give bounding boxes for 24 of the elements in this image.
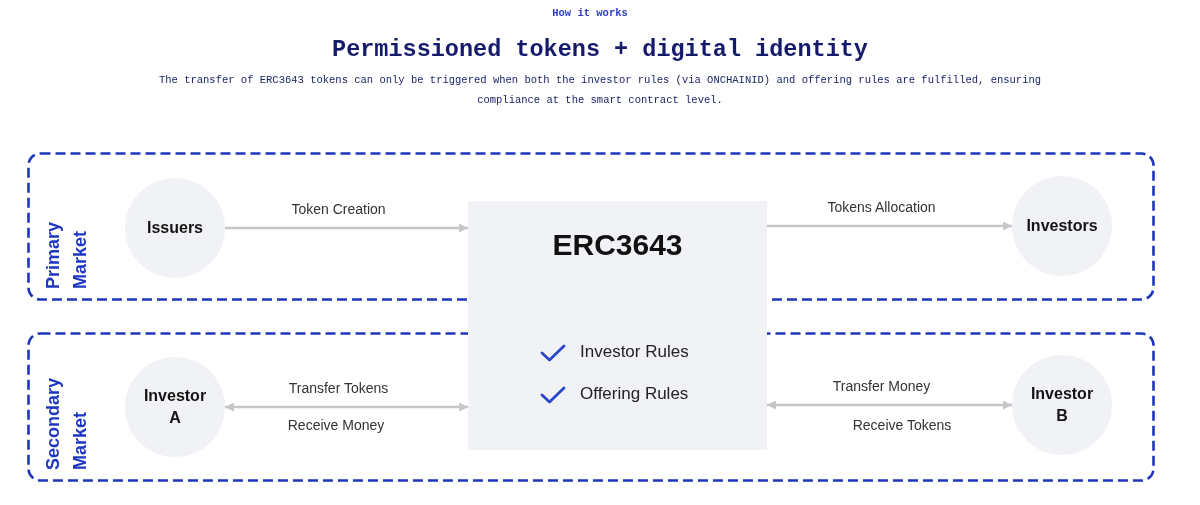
flow-note: Receive Tokens xyxy=(852,416,952,434)
participant-label: Investor B xyxy=(1029,384,1095,426)
section-label: Primary Market xyxy=(42,220,91,289)
market-section-frame xyxy=(27,332,1155,482)
arrow xyxy=(767,221,1012,231)
edge-label: Token Creation xyxy=(291,200,386,218)
description-paragraph: The transfer of ERC3643 tokens can only be triggered when both the investor rules (via ONCHAINID) and offering rules are fulfilled, ensuring compliance at the smart contract level. xyxy=(157,73,1043,108)
section-label: Secondary Market xyxy=(42,376,91,470)
participant-label: Issuers xyxy=(145,218,204,238)
section-eyebrow: How it works xyxy=(552,6,628,21)
rule-text: Investor Rules xyxy=(580,342,689,362)
token-standard-panel xyxy=(468,201,767,450)
flow-note: Receive Money xyxy=(287,416,385,434)
participant-label: Investor A xyxy=(142,386,208,428)
edge-label: Tokens Allocation xyxy=(827,198,936,216)
rule-text: Offering Rules xyxy=(580,384,689,404)
arrow xyxy=(225,223,468,233)
edge-label: Transfer Tokens xyxy=(288,379,389,397)
panel-heading: ERC3643 xyxy=(552,227,683,263)
main-heading: Permissioned tokens + digital identity xyxy=(332,36,868,64)
double-arrow xyxy=(225,402,468,412)
edge-label: Transfer Money xyxy=(832,377,931,395)
participant-label: Investors xyxy=(1025,216,1099,236)
double-arrow xyxy=(767,400,1012,410)
